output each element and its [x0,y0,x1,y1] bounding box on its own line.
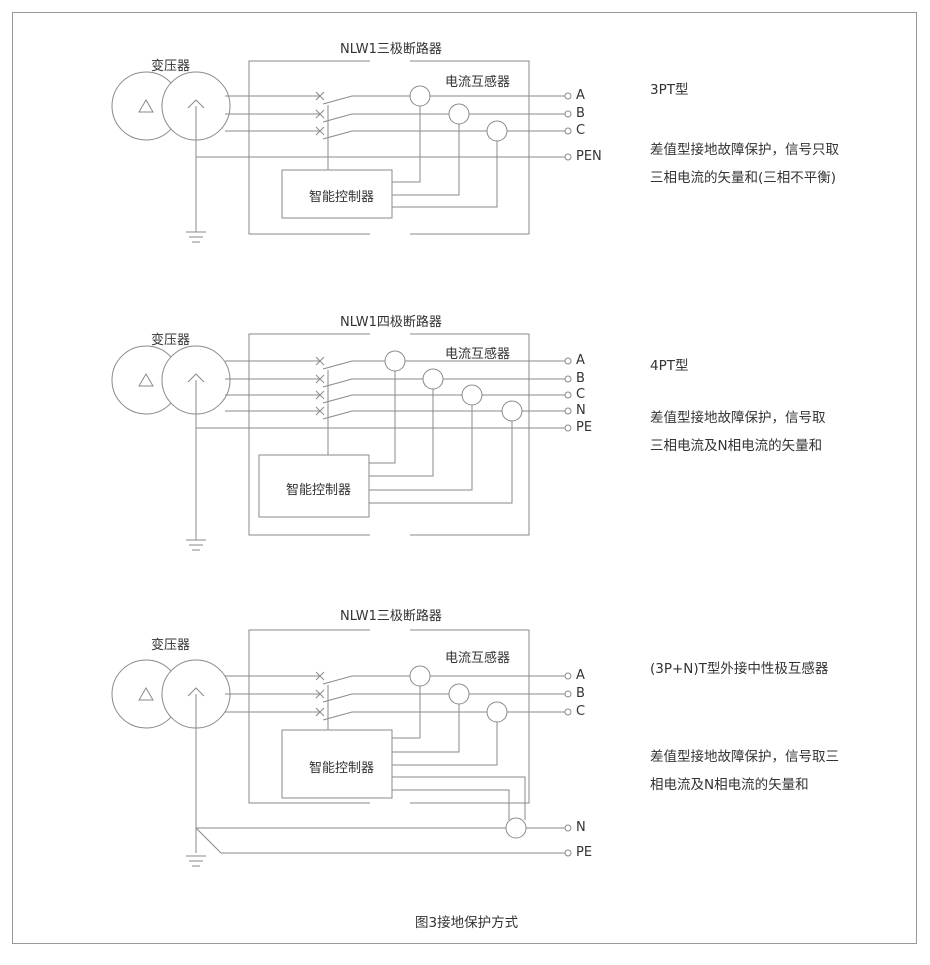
breaker-enclosure [248,629,530,804]
terminal-label: PE [576,420,593,435]
controller-label: 智能控制器 [309,190,375,205]
ct-icon [409,665,431,687]
phase-line [225,113,565,123]
controller-label: 智能控制器 [286,483,352,498]
protection-desc: 三相电流的矢量和(三相不平衡) [650,170,837,186]
terminal-label: N [576,820,586,835]
ct-icon [448,683,470,705]
terminal-icon [564,849,572,857]
phase-line [225,675,565,685]
ct-wire [369,389,434,477]
terminal-icon [564,375,572,383]
ct-icon [486,701,508,723]
terminal-label: A [576,668,585,683]
ct-wire [369,405,473,491]
n-ct-icon [505,817,527,839]
ct-wire [392,141,498,208]
protection-desc: 差值型接地故障保护，信号取 [650,410,826,426]
transformer-label: 变压器 [151,638,191,653]
ct-icon [448,103,470,125]
phase-line [225,711,565,721]
wye-icon [187,373,205,383]
phase-line [225,410,565,420]
terminal-label: N [576,403,586,418]
protection-desc: 三相电流及N相电流的矢量和 [650,438,823,454]
wye-icon [187,99,205,109]
breaker-enclosure [248,333,530,536]
terminal-label: PE [576,845,593,860]
terminal-icon [564,824,572,832]
ct-wire [392,704,460,753]
delta-icon [138,373,154,387]
protection-desc: 差值型接地故障保护，信号只取 [650,142,839,158]
ct-wire [392,686,421,739]
phase-line [225,95,565,105]
phase-line [225,130,565,140]
wye-icon [187,687,205,697]
ct-icon [501,400,523,422]
breaker-title: NLW1三极断路器 [340,42,442,57]
ct-label: 电流互感器 [445,347,511,362]
phase-line [225,693,565,703]
terminal-icon [564,708,572,716]
ct-icon [409,85,431,107]
ct-icon [422,368,444,390]
controller-label: 智能控制器 [309,761,375,776]
terminal-label: B [576,371,585,386]
terminal-label: C [576,387,586,402]
phase-line [225,378,565,388]
terminal-icon [564,357,572,365]
terminal-label: C [576,123,586,138]
ct-wire [369,421,513,504]
delta-icon [138,687,154,701]
ct-icon [461,384,483,406]
delta-icon [138,99,154,113]
protection-type: 4PT型 [650,358,689,374]
ct-wire [392,789,510,820]
terminal-icon [564,424,572,432]
terminal-label: PEN [576,149,602,164]
ct-wire [392,776,526,820]
controller-box [281,729,393,799]
terminal-label: B [576,106,585,121]
phase-line [225,360,565,370]
terminal-icon [564,110,572,118]
terminal-icon [564,407,572,415]
controller-box [258,454,370,518]
ct-wire [392,106,421,183]
protection-desc: 差值型接地故障保护，信号取三 [650,749,839,765]
phase-line [225,394,565,404]
ct-label: 电流互感器 [445,75,511,90]
transformer-label: 变压器 [151,333,191,348]
ct-label: 电流互感器 [445,651,511,666]
terminal-icon [564,690,572,698]
terminal-label: A [576,353,585,368]
terminal-label: C [576,704,586,719]
terminal-label: B [576,686,585,701]
ct-icon [486,120,508,142]
protection-type: (3P+N)T型外接中性极互感器 [650,661,829,677]
terminal-icon [564,92,572,100]
breaker-enclosure [248,60,530,235]
terminal-label: A [576,88,585,103]
breaker-title: NLW1四极断路器 [340,315,442,330]
terminal-icon [564,391,572,399]
protection-desc: 相电流及N相电流的矢量和 [650,777,809,793]
ct-icon [384,350,406,372]
protection-type: 3PT型 [650,82,689,98]
ct-wire [392,722,498,766]
ct-wire [369,371,396,464]
figure-caption: 图3接地保护方式 [415,915,519,931]
terminal-icon [564,127,572,135]
transformer-label: 变压器 [151,59,191,74]
ct-wire [392,124,460,196]
terminal-icon [564,672,572,680]
figure-frame [12,12,917,944]
breaker-title: NLW1三极断路器 [340,609,442,624]
controller-box [281,169,393,219]
terminal-icon [564,153,572,161]
pe-line [195,827,565,854]
